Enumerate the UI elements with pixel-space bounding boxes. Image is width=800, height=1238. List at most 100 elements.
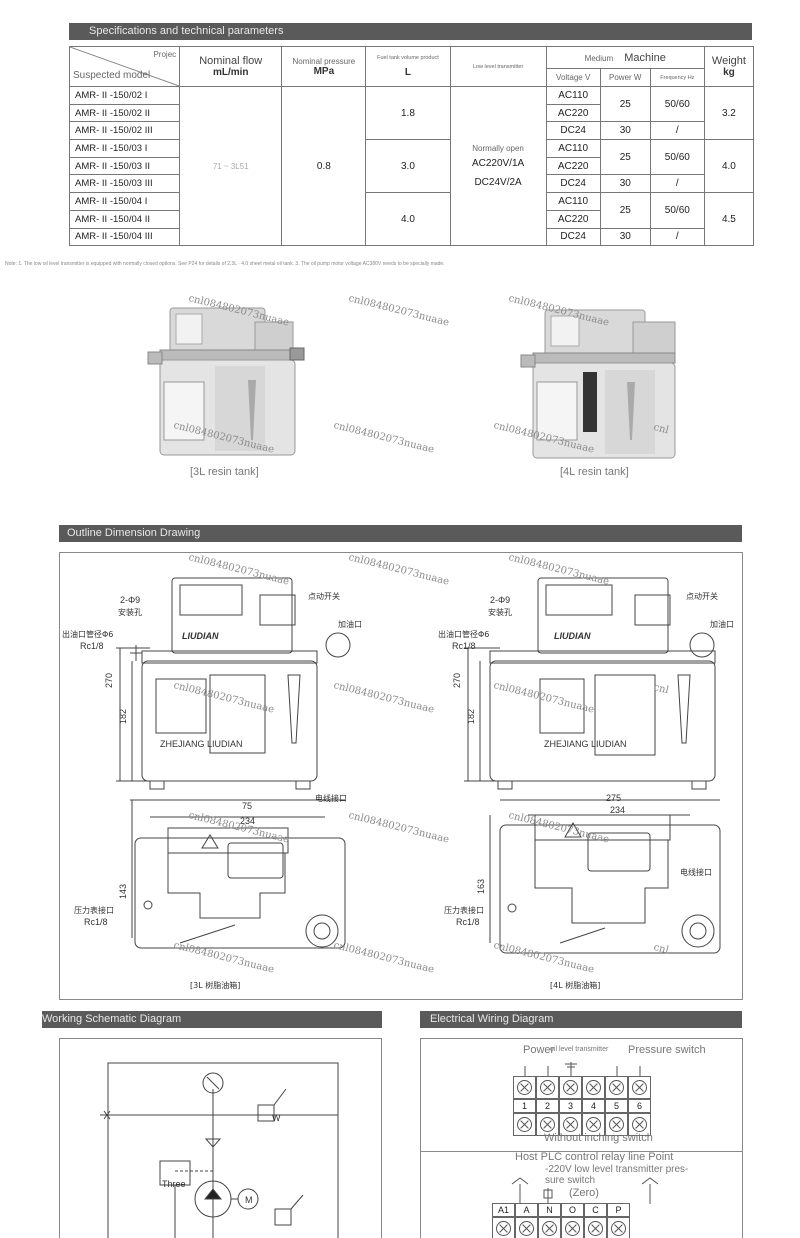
three-label: Three [162, 1179, 186, 1189]
header-project-model: Projec Suspected model [68, 46, 181, 87]
gauge-port-left: 压力表接口 [74, 905, 114, 915]
product-photo-4l [520, 309, 676, 459]
terminal-label: 1 [513, 1099, 536, 1113]
freq-cell: 50/60 [649, 139, 705, 176]
level-transmitter-label: oil level transmitter [550, 1046, 609, 1053]
model-cell: AMR- II -150/02 II [68, 103, 181, 123]
terminal-label: A [515, 1203, 538, 1217]
voltage-cell: AC110 [545, 139, 601, 158]
freq-cell: 50/60 [649, 192, 705, 229]
header-medium-machine: Medium Machine [545, 46, 705, 69]
width-inner-left: 234 [240, 816, 255, 826]
terminal-label: A1 [492, 1203, 515, 1217]
voltage-cell: AC220 [545, 209, 601, 229]
terminal [492, 1217, 515, 1238]
terminal-label: 4 [582, 1099, 605, 1113]
terminal-label: 6 [628, 1099, 651, 1113]
model-cell: AMR- II -150/04 II [68, 209, 181, 229]
working-section-header: Working Schematic Diagram [42, 1011, 382, 1028]
power-cell: 25 [599, 85, 651, 123]
model-cell: AMR- II -150/03 II [68, 156, 181, 176]
model-cell: AMR- II -150/03 III [68, 174, 181, 194]
terminal-block-top: 1 2 3 4 5 6 [513, 1076, 651, 1136]
power-cell: 30 [599, 121, 651, 141]
voltage-cell: DC24 [545, 121, 601, 141]
terminal-block-bottom: A1 A N O C P [492, 1203, 630, 1238]
terminal-label: 5 [605, 1099, 628, 1113]
jog-switch-right: 点动开关 [686, 591, 718, 601]
terminal [536, 1113, 559, 1136]
fill-port-left: 加油口 [338, 619, 362, 629]
drawing-title-right: [4L 树脂油箱] [550, 980, 600, 990]
voltage-cell: AC220 [545, 103, 601, 123]
volume-value: 3.0 [365, 139, 451, 194]
power-cell: 25 [599, 139, 651, 176]
freq-cell: 50/60 [649, 85, 705, 123]
width-outer-left: 75 [242, 801, 252, 811]
outline-section-header: Outline Dimension Drawing [59, 525, 742, 542]
power-cell: 25 [599, 192, 651, 229]
watermark: cnl084802073nuaae [347, 293, 451, 329]
terminal [605, 1076, 628, 1099]
mount-holes-zh-left: 安装孔 [118, 607, 142, 617]
header-voltage: Voltage V [545, 68, 601, 87]
power-cell: 30 [599, 174, 651, 194]
brand-small-right: ZHEJIANG LIUDIAN [544, 739, 627, 749]
transmitter-spec: Normally open AC220V/1A DC24V/2A [449, 85, 547, 247]
pressure-switch-label: Pressure switch [628, 1044, 706, 1056]
weight-value: 4.5 [703, 192, 755, 247]
wiring-bottom-leads [511, 1177, 659, 1204]
voltage-cell: AC110 [545, 192, 601, 211]
header-power: Power W [599, 68, 651, 87]
motor-label: M [245, 1195, 253, 1205]
freq-cell: / [649, 227, 705, 247]
terminal-label: O [561, 1203, 584, 1217]
height-tank-right: 182 [466, 709, 476, 724]
plc-line-2: sure switch [545, 1175, 596, 1186]
photo-caption-3l: [3L resin tank] [190, 466, 259, 478]
outlet-thread-left: Rc1/8 [80, 641, 104, 651]
brand-right: LIUDIAN [554, 631, 591, 641]
flow-value: 71 ~ 3L51 [179, 85, 283, 247]
wiring-section-header: Electrical Wiring Diagram [420, 1011, 742, 1028]
terminal [582, 1113, 605, 1136]
voltage-cell: AC110 [545, 86, 601, 105]
power-label: Power [523, 1044, 555, 1056]
jog-switch-left: 点动开关 [308, 591, 340, 601]
mount-holes-label-left: 2-Φ9 [120, 595, 140, 605]
terminal [584, 1217, 607, 1238]
drawing-title-left: [3L 树脂油箱] [190, 980, 240, 990]
header-project: Projec [153, 50, 177, 59]
pressure-value: 0.8 [281, 85, 367, 247]
height-total-left: 270 [104, 673, 114, 688]
photo-caption-4l: [4L resin tank] [560, 466, 629, 478]
volume-value: 1.8 [365, 85, 451, 141]
terminal [559, 1113, 582, 1136]
header-low-level: Low level transmitter [449, 46, 547, 87]
header-suspected-model: Suspected model [73, 70, 151, 81]
terminal-label: 3 [559, 1099, 582, 1113]
depth-right: 163 [476, 879, 486, 894]
terminal [607, 1217, 630, 1238]
depth-left: 143 [118, 884, 128, 899]
brand-small-left: ZHEJIANG LIUDIAN [160, 739, 243, 749]
outlet-label-left: 出油口管径Φ6 [62, 629, 113, 639]
terminal-label: C [584, 1203, 607, 1217]
volume-value: 4.0 [365, 192, 451, 247]
without-jog-label: Without inching switch [544, 1132, 653, 1144]
spec-section-header: Specifications and technical parameters [69, 23, 752, 40]
plc-line-1: -220V low level transmitter pres- [545, 1164, 689, 1175]
voltage-cell: DC24 [545, 227, 601, 247]
terminal [513, 1076, 536, 1099]
wiring-top-leads [524, 1062, 641, 1076]
terminal [536, 1076, 559, 1099]
gauge-thread-right: Rc1/8 [456, 917, 480, 927]
width-inner-right: 234 [610, 805, 625, 815]
terminal [515, 1217, 538, 1238]
voltage-cell: DC24 [545, 174, 601, 194]
outline-drawing-panel: 2-Φ9 安装孔 出油口管径Φ6 Rc1/8 点动开关 加油口 LIUDIAN … [59, 552, 743, 1000]
